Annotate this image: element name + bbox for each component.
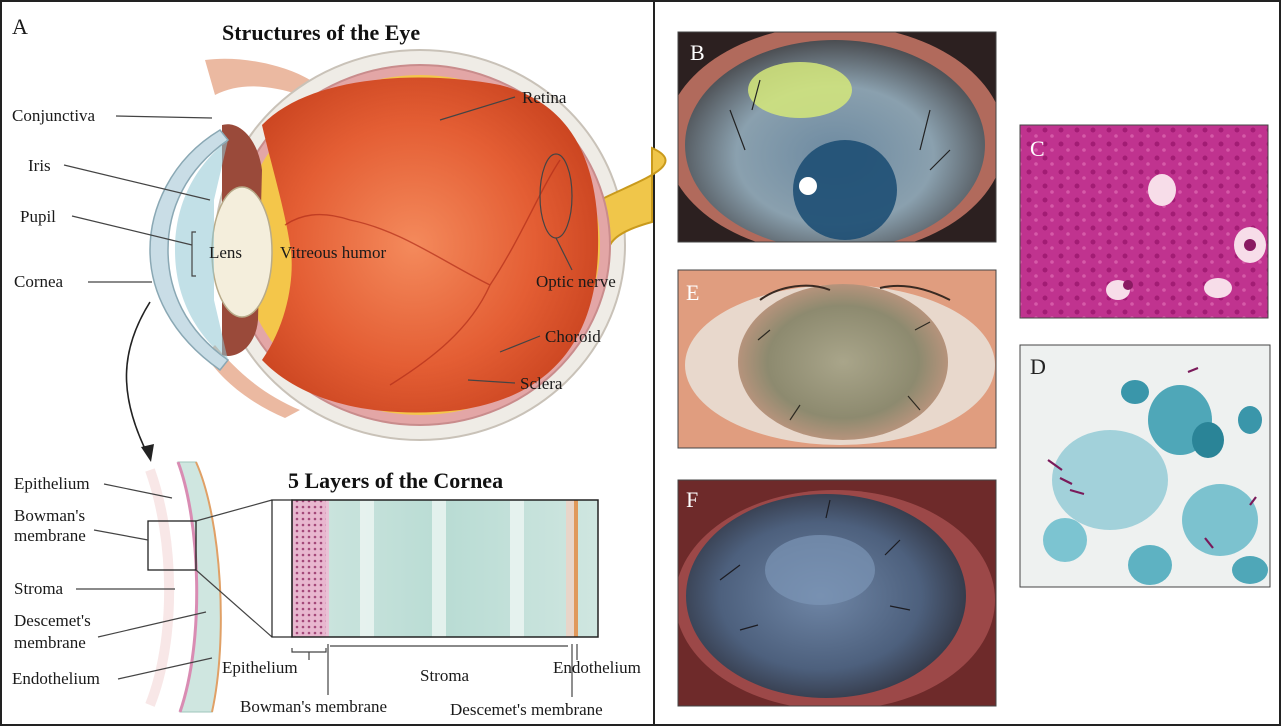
label-endothelium-left: Endothelium: [12, 669, 100, 688]
panel-d-photo: [1020, 345, 1270, 587]
label-stroma-left: Stroma: [14, 579, 64, 598]
cornea-callout-arrow: [126, 302, 150, 455]
label-stroma-bottom: Stroma: [420, 666, 470, 685]
leader-bowman-left: [94, 530, 148, 540]
panel-a: A Structures of the Eye: [12, 14, 666, 719]
label-bowman-bottom: Bowman's membrane: [240, 697, 387, 716]
panel-f-letter: F: [686, 487, 698, 512]
leader-pupil: [72, 216, 192, 245]
label-descemet-left-1: Descemet's: [14, 611, 91, 630]
panel-b-photo: [665, 25, 1005, 255]
leader-descemet-left: [98, 612, 206, 637]
panel-c-letter: C: [1030, 136, 1045, 161]
label-endothelium-bottom: Endothelium: [553, 658, 641, 677]
label-lens: Lens: [209, 243, 242, 262]
label-pupil: Pupil: [20, 207, 56, 226]
eye-title: Structures of the Eye: [222, 20, 420, 45]
label-retina: Retina: [522, 88, 567, 107]
label-descemet-left-2: membrane: [14, 633, 86, 652]
panel-f-photo: [675, 480, 996, 710]
cornea-callout-arrowhead: [141, 444, 154, 462]
panel-d-letter: D: [1030, 354, 1046, 379]
panel-b-letter: B: [690, 40, 705, 65]
cornea-section: [150, 462, 221, 712]
cornea-layers-block: [272, 500, 598, 637]
label-bowman-left-2: membrane: [14, 526, 86, 545]
panel-e-photo: [678, 270, 996, 448]
label-bowman-left-1: Bowman's: [14, 506, 85, 525]
label-vitreous: Vitreous humor: [280, 243, 386, 262]
leader-conjunctiva: [116, 116, 212, 118]
panel-c-photo: [1020, 125, 1268, 318]
label-choroid: Choroid: [545, 327, 601, 346]
label-descemet-bottom: Descemet's membrane: [450, 700, 603, 719]
panel-a-letter: A: [12, 14, 28, 39]
cornea-title: 5 Layers of the Cornea: [288, 468, 503, 493]
upper-eyelid-tissue: [205, 59, 310, 95]
label-sclera: Sclera: [520, 374, 563, 393]
panel-e-letter: E: [686, 280, 699, 305]
label-optic-nerve: Optic nerve: [536, 272, 616, 291]
label-cornea: Cornea: [14, 272, 64, 291]
label-epithelium-left: Epithelium: [14, 474, 90, 493]
label-conjunctiva: Conjunctiva: [12, 106, 96, 125]
bracket-epithelium: [292, 648, 326, 652]
label-epithelium-bottom: Epithelium: [222, 658, 298, 677]
label-iris: Iris: [28, 156, 51, 175]
